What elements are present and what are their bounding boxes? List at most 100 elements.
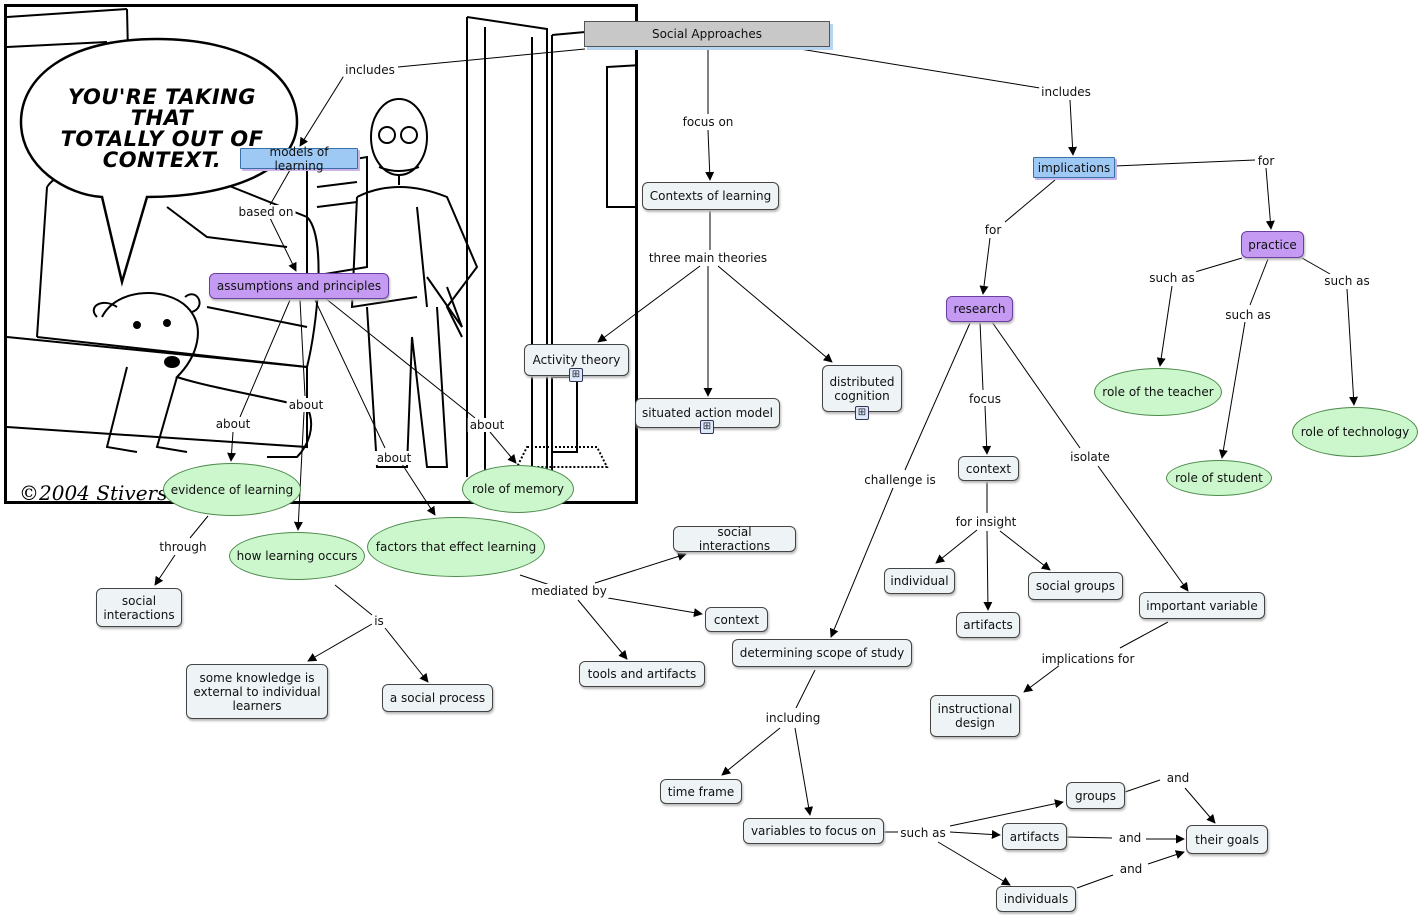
- node-label: how learning occurs: [236, 549, 358, 563]
- link-label-and: and: [1164, 771, 1192, 785]
- node-label: instructional design: [937, 702, 1013, 730]
- node-label: research: [953, 302, 1006, 316]
- link-label-focus-on: focus on: [680, 115, 736, 129]
- link-label-about: about: [286, 398, 326, 412]
- node-label: situated action model: [642, 406, 773, 420]
- node-context-research[interactable]: context: [958, 456, 1019, 481]
- link-label-for-insight: for insight: [953, 515, 1019, 529]
- link-label-is: is: [372, 614, 386, 628]
- link-label-based-on: based on: [236, 205, 296, 219]
- node-contexts-of-learning[interactable]: Contexts of learning: [642, 182, 779, 210]
- node-label: distributed cognition: [829, 374, 895, 403]
- node-label: groups: [1074, 788, 1117, 803]
- node-artifacts-insight[interactable]: artifacts: [956, 612, 1020, 638]
- node-label: a social process: [389, 691, 486, 705]
- speech-bubble-text: YOU'RE TAKING THAT TOTALLY OUT OF CONTEX…: [37, 87, 287, 171]
- node-label: Social Approaches: [651, 27, 763, 41]
- node-external-knowledge[interactable]: some knowledge is external to individual…: [186, 664, 328, 719]
- link-label-for: for: [982, 223, 1004, 237]
- node-label: some knowledge is external to individual…: [193, 670, 321, 713]
- node-label: factors that effect learning: [375, 540, 537, 554]
- node-label: social interactions: [103, 593, 175, 622]
- node-individuals[interactable]: individuals: [996, 886, 1076, 912]
- link-label-and: and: [1116, 831, 1144, 845]
- link-label-such-as: such as: [1322, 274, 1372, 288]
- link-label-such-as: such as: [1223, 308, 1273, 322]
- node-a-social-process[interactable]: a social process: [382, 684, 493, 712]
- node-label: role of the teacher: [1102, 385, 1214, 399]
- link-label-including: including: [763, 711, 823, 725]
- node-social-interactions-mediated[interactable]: social interactions: [673, 525, 796, 553]
- speech-line-1: YOU'RE TAKING THAT: [68, 85, 256, 130]
- node-time-frame[interactable]: time frame: [660, 779, 742, 804]
- node-distributed-cognition[interactable]: distributed cognition: [822, 365, 902, 412]
- node-label: individual: [890, 574, 949, 588]
- node-role-of-technology[interactable]: role of technology: [1292, 407, 1418, 457]
- node-implications[interactable]: implications: [1033, 157, 1115, 178]
- node-role-of-the-teacher[interactable]: role of the teacher: [1094, 368, 1222, 416]
- submap-icon[interactable]: ⊞: [700, 420, 714, 434]
- node-label: assumptions and principles: [216, 279, 382, 293]
- node-label: evidence of learning: [170, 482, 294, 497]
- node-evidence-of-learning[interactable]: evidence of learning: [163, 463, 301, 516]
- node-practice[interactable]: practice: [1241, 231, 1304, 258]
- node-their-goals[interactable]: their goals: [1186, 825, 1268, 854]
- link-label-mediated-by: mediated by: [529, 584, 609, 598]
- link-label-about: about: [374, 451, 414, 465]
- cartoon-panel: YOU'RE TAKING THAT TOTALLY OUT OF CONTEX…: [4, 4, 638, 504]
- node-role-of-memory[interactable]: role of memory: [462, 465, 574, 513]
- node-factors-that-effect-learning[interactable]: factors that effect learning: [367, 517, 545, 577]
- node-individual[interactable]: individual: [884, 568, 955, 594]
- link-label-three-main-theories: three main theories: [646, 251, 770, 265]
- node-label: determining scope of study: [739, 646, 905, 660]
- node-artifacts-variables[interactable]: artifacts: [1002, 823, 1067, 850]
- node-social-interactions[interactable]: social interactions: [96, 588, 182, 627]
- node-label: time frame: [667, 784, 735, 799]
- link-label-about: about: [467, 418, 507, 432]
- node-label: artifacts: [963, 618, 1013, 632]
- cartoon-signature: ©2004 Stivers: [19, 481, 168, 504]
- node-groups[interactable]: groups: [1066, 782, 1125, 809]
- node-role-of-student[interactable]: role of student: [1166, 460, 1272, 496]
- node-social-approaches[interactable]: Social Approaches: [584, 21, 830, 47]
- node-important-variable[interactable]: important variable: [1139, 592, 1265, 619]
- node-label: Contexts of learning: [649, 189, 772, 203]
- node-label: their goals: [1195, 832, 1259, 847]
- speech-line-2: TOTALLY OUT OF: [60, 127, 264, 151]
- cartoon-drawing: [7, 8, 635, 477]
- node-research[interactable]: research: [946, 296, 1013, 322]
- node-label: social groups: [1035, 579, 1116, 593]
- link-label-challenge-is: challenge is: [862, 473, 938, 487]
- node-label: artifacts: [1009, 829, 1060, 844]
- node-label: role of memory: [471, 482, 565, 496]
- node-how-learning-occurs[interactable]: how learning occurs: [229, 532, 365, 580]
- node-determining-scope-of-study[interactable]: determining scope of study: [732, 639, 912, 667]
- node-models-of-learning[interactable]: models of learning: [240, 145, 358, 173]
- link-label-and: and: [1117, 862, 1145, 876]
- node-instructional-design[interactable]: instructional design: [930, 695, 1020, 737]
- node-label: tools and artifacts: [587, 667, 697, 681]
- submap-icon[interactable]: ⊞: [569, 368, 583, 382]
- link-label-such-as: such as: [898, 826, 948, 840]
- node-social-groups[interactable]: social groups: [1028, 572, 1123, 600]
- speech-line-3: CONTEXT.: [102, 148, 222, 172]
- node-label: role of technology: [1300, 425, 1410, 439]
- link-label-implications-for: implications for: [1039, 652, 1137, 666]
- link-label-includes: includes: [1039, 85, 1093, 99]
- link-label-about: about: [213, 417, 253, 431]
- node-variables-to-focus-on[interactable]: variables to focus on: [743, 818, 884, 844]
- submap-icon[interactable]: ⊞: [855, 406, 869, 420]
- node-label: variables to focus on: [750, 824, 877, 838]
- node-label: context: [965, 461, 1012, 476]
- link-label-isolate: isolate: [1068, 450, 1112, 464]
- link-label-through: through: [157, 540, 209, 554]
- node-label: Activity theory: [532, 353, 621, 367]
- node-label: context: [713, 612, 760, 627]
- node-tools-and-artifacts[interactable]: tools and artifacts: [579, 661, 705, 687]
- node-label: role of student: [1175, 471, 1263, 485]
- node-context-mediated[interactable]: context: [705, 607, 768, 632]
- node-assumptions-and-principles[interactable]: assumptions and principles: [209, 273, 389, 299]
- node-label: models of learning: [269, 144, 329, 173]
- link-label-for: for: [1255, 154, 1277, 168]
